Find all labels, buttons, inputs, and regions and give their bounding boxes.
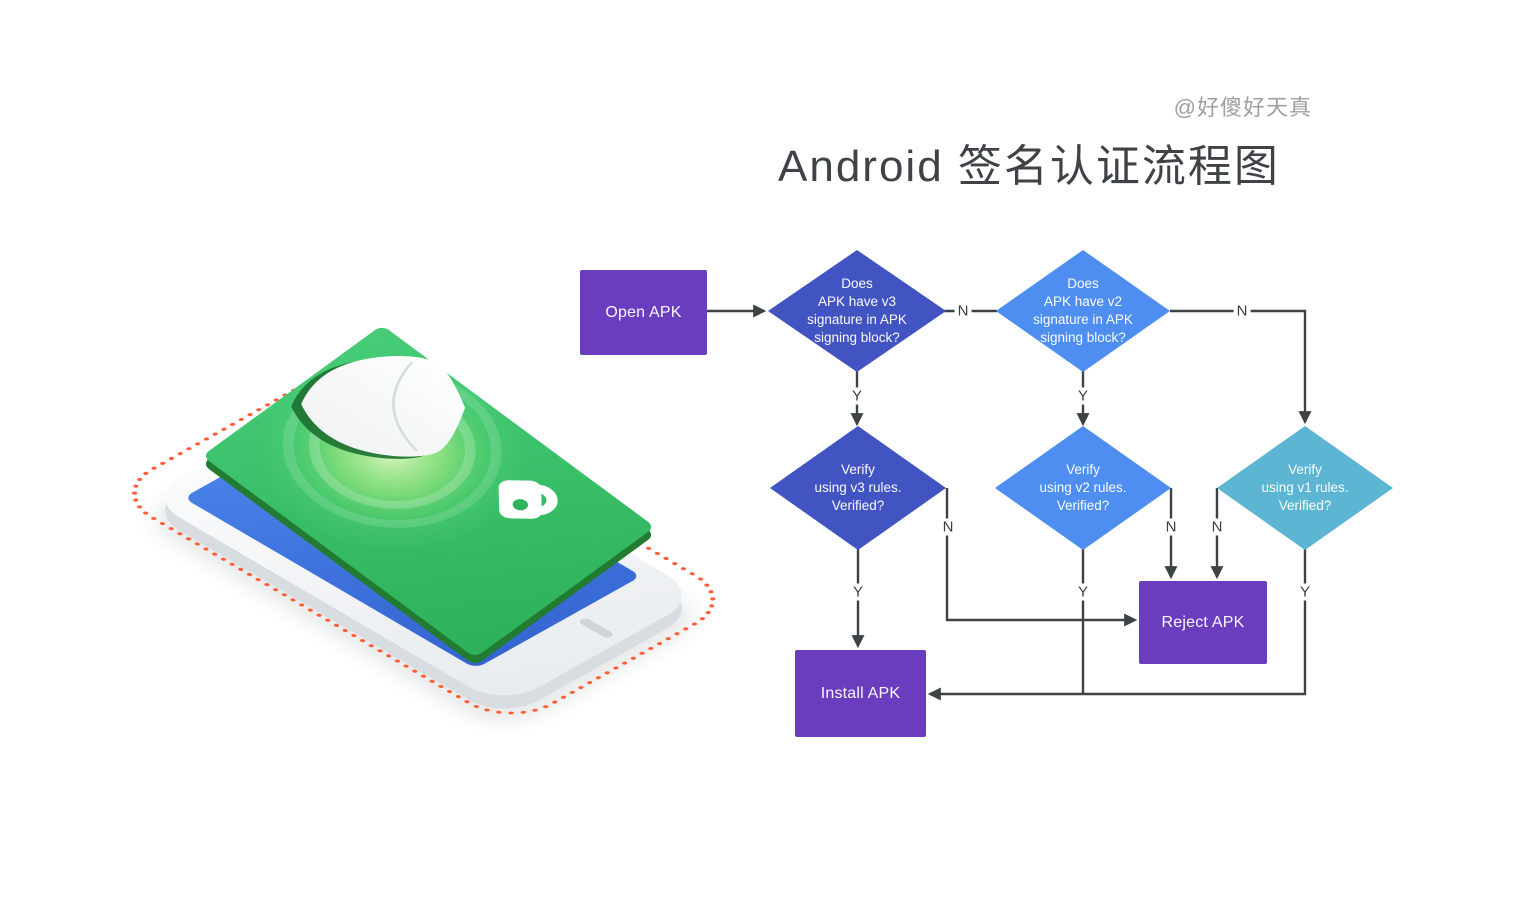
edge-label-verifyv2-yes: Y bbox=[1074, 583, 1092, 601]
edge-label-verifyv1-no: N bbox=[1208, 518, 1226, 536]
verify-v1-diamond bbox=[1217, 426, 1393, 550]
attribution: @好傻好天真 bbox=[1173, 95, 1312, 120]
shield-icon bbox=[291, 356, 466, 459]
v3-check-diamond bbox=[768, 250, 946, 372]
verify-v2-diamond bbox=[995, 426, 1171, 550]
edge-label-verifyv2-no: N bbox=[1162, 518, 1180, 536]
lock-icon bbox=[498, 480, 558, 519]
open-apk-node: Open APK bbox=[580, 270, 707, 355]
edge-label-v2check-yes: Y bbox=[1074, 387, 1092, 405]
edge-label-v3check-no: N bbox=[954, 302, 972, 320]
install-apk-node: Install APK bbox=[795, 650, 926, 737]
page-title: Android 签名认证流程图 bbox=[778, 142, 1280, 191]
apk-card bbox=[205, 327, 652, 655]
edge-label-verifyv3-yes: Y bbox=[849, 583, 867, 601]
edge-label-verifyv1-yes: Y bbox=[1296, 583, 1314, 601]
phone-speaker-slot bbox=[579, 618, 613, 638]
v2-check-diamond bbox=[996, 250, 1170, 372]
edge-label-v3check-yes: Y bbox=[848, 387, 866, 405]
reject-apk-node: Reject APK bbox=[1139, 581, 1267, 664]
phone-security-illustration bbox=[132, 327, 716, 723]
edge-v2check-to-verifyv1 bbox=[1170, 309, 1312, 425]
verify-v3-diamond bbox=[770, 426, 946, 550]
edge-label-v2check-no: N bbox=[1233, 302, 1251, 320]
edge-label-verifyv3-no: N bbox=[939, 518, 957, 536]
